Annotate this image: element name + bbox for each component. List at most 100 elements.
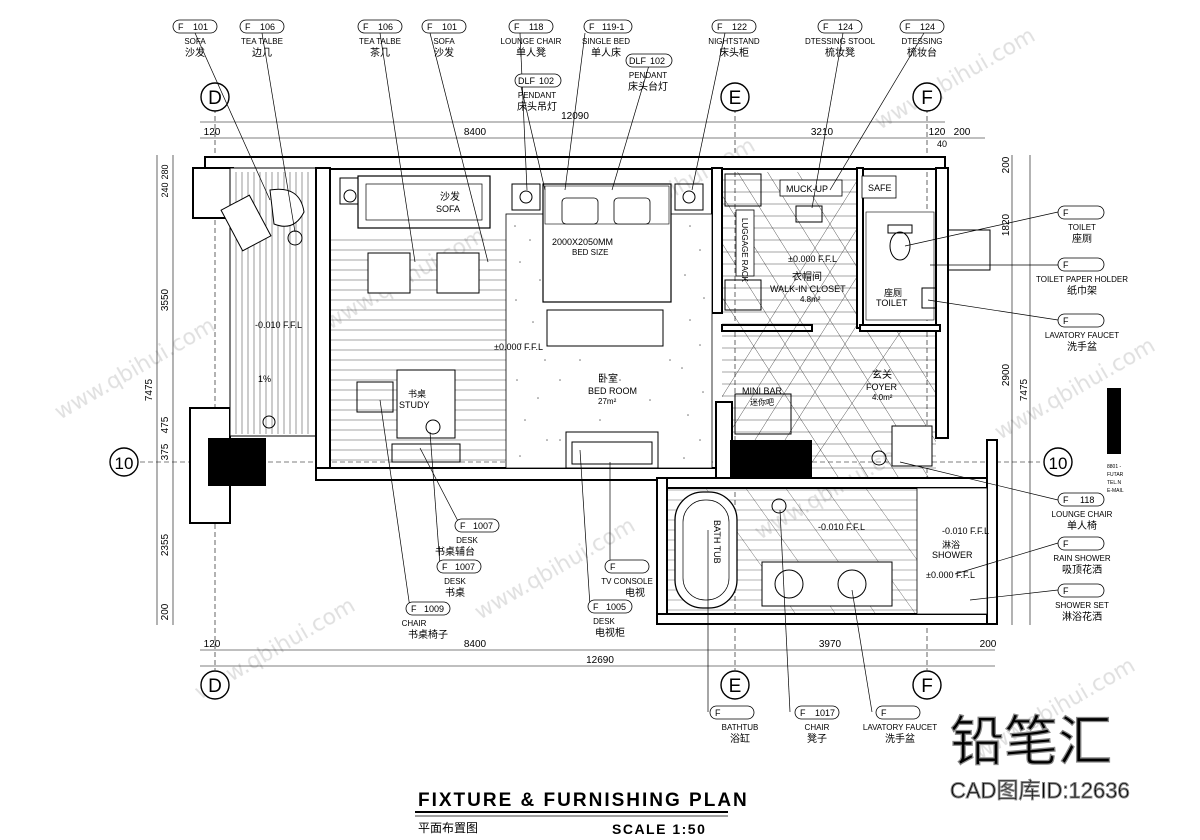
drawing-subtitle: 平面布置图: [418, 821, 478, 835]
tag-cn: 茶几: [370, 46, 390, 59]
tag-dressing-124: F 124 DTESSING 梳妆台: [899, 19, 945, 59]
room-label: BATH TUB: [712, 520, 722, 564]
drawing-title-text: FIXTURE & FURNISHING PLAN: [418, 790, 749, 811]
tag-tv-console: F TV CONSOLE 电视: [601, 559, 653, 599]
tag-en: TV CONSOLE: [601, 577, 653, 586]
tag-code: 106: [378, 22, 393, 32]
tag-prefix: F: [593, 602, 599, 612]
axis-bubble-E-top: E: [720, 82, 750, 112]
tag-en: SHOWER SET: [1055, 601, 1109, 610]
axis-bubble-10-left: 10: [109, 447, 139, 477]
column: [730, 440, 812, 478]
tag-nightstand-122: F 122 NIGHTSTAND 床头柜: [708, 19, 760, 59]
tag-prefix: F: [1063, 260, 1069, 270]
tag-code: 118: [529, 22, 543, 32]
tag-prefix: DLF: [518, 76, 536, 86]
tv-console: [565, 431, 659, 469]
tag-en: PENDANT: [518, 91, 556, 100]
level-label: ±0.000 F.F.L: [926, 570, 975, 580]
tag-cn: 单人床: [591, 46, 621, 59]
tag-code: 101: [193, 22, 208, 32]
tea-table: [436, 252, 480, 294]
room-label: 卧室: [598, 372, 618, 385]
dim-label: 3550: [160, 288, 171, 311]
tag-prefix: F: [1063, 586, 1069, 596]
axis-bubble-F-bottom: F: [912, 670, 942, 700]
axis-bubble-F-top: F: [912, 82, 942, 112]
brand-caption: CAD图库ID:12636: [950, 778, 1130, 803]
axis-bubble-D-bottom: D: [200, 670, 230, 700]
tag-cn: 淋浴花洒: [1062, 610, 1102, 623]
dimension-right: 7475 200 1820 2900: [1001, 155, 1031, 625]
tag-prefix: F: [1063, 208, 1069, 218]
axis-label: 10: [115, 454, 134, 473]
tag-code: 124: [920, 22, 935, 32]
tag-prefix: F: [427, 22, 433, 32]
tag-prefix: F: [460, 521, 466, 531]
tag-en: DESK: [444, 577, 466, 586]
tag-tea-table-106: F 106 TEA TALBE 茶几: [357, 19, 403, 59]
tag-en: BATHTUB: [722, 723, 759, 732]
tag-en: CHAIR: [402, 619, 427, 628]
tag-code: 1007: [455, 562, 475, 572]
tag-en: CHAIR: [805, 723, 830, 732]
tag-cn: 凳子: [807, 733, 827, 745]
dim-label: 2355: [160, 533, 171, 556]
dim-label: 7475: [1019, 378, 1030, 401]
tag-cn: 床头吊灯: [517, 100, 557, 113]
tag-en: LAVATORY FAUCET: [1045, 331, 1119, 340]
tag-cn: 梳妆台: [907, 46, 937, 59]
room-label: 座厕: [884, 287, 902, 299]
tag-en: LAVATORY FAUCET: [863, 723, 937, 732]
room-label: MUCK-UP: [786, 184, 828, 194]
tag-cn: 沙发: [434, 46, 454, 59]
side-text: E-MAIL: [1107, 488, 1124, 494]
tea-table: [367, 252, 411, 294]
tag-code: 102: [539, 76, 554, 86]
closet-fixtures: LUGGAGE RACK MUCK-UP SAFE: [724, 173, 933, 467]
tag-chair-1017: F 1017 CHAIR 凳子: [794, 705, 840, 745]
leader-lines: [194, 32, 1059, 713]
tag-en: TOILET: [1068, 223, 1096, 232]
tag-desk-1007-aux: F 1007 DESK 书桌辅台: [435, 518, 500, 558]
tag-code: 101: [442, 22, 457, 32]
drawing-title: FIXTURE & FURNISHING PLAN 平面布置图 SCALE 1:…: [415, 790, 749, 837]
balcony-chair: [220, 188, 305, 252]
tag-en: LOUNGE CHAIR: [501, 37, 562, 46]
tag-prefix: F: [411, 604, 417, 614]
tag-cn: 电视柜: [595, 626, 625, 639]
tag-chair-1009: F 1009 CHAIR 书桌椅子: [402, 601, 451, 641]
level-label: -0.010 F.F.L: [942, 526, 989, 536]
room-label: 衣帽间: [792, 270, 822, 283]
side-text: TEL.N: [1107, 480, 1122, 486]
dim-label: 120: [204, 127, 221, 138]
tag-lavatory-faucet-right: F LAVATORY FAUCET 洗手盆: [1045, 313, 1119, 353]
dim-label: 8400: [464, 639, 487, 650]
tag-prefix: F: [881, 708, 887, 718]
tag-lounge-chair-118-right: F 118 LOUNGE CHAIR 单人椅: [1052, 492, 1113, 532]
axis-bubble-10-right: 10: [1043, 447, 1073, 477]
tag-prefix: F: [1063, 539, 1069, 549]
axis-label: F: [921, 88, 933, 109]
tag-prefix: F: [823, 22, 829, 32]
dim-label: 8400: [464, 127, 487, 138]
dim-label: 200: [1001, 156, 1012, 173]
room-label: BED ROOM: [588, 386, 637, 396]
axis-bubble-D-top: D: [200, 82, 230, 112]
tag-toilet-paper-holder: F TOILET PAPER HOLDER 纸巾架: [1036, 257, 1128, 297]
tag-cn: 床头台灯: [628, 80, 668, 93]
tag-cn: 浴缸: [730, 732, 750, 745]
room-label: BED SIZE: [572, 248, 608, 257]
tag-shower-set: F SHOWER SET 淋浴花洒: [1055, 583, 1109, 623]
room-label: LUGGAGE RACK: [740, 218, 749, 283]
tag-prefix: F: [442, 562, 448, 572]
dim-label: 3210: [811, 127, 834, 138]
column: [208, 438, 266, 486]
tag-prefix: F: [363, 22, 369, 32]
tag-en: SINGLE BED: [582, 37, 630, 46]
dim-label: 200: [160, 603, 171, 620]
dim-label: 7475: [144, 378, 155, 401]
tag-prefix: F: [800, 708, 806, 718]
axis-label: E: [729, 676, 742, 697]
tag-desk-1005: F 1005 DESK 电视柜: [587, 599, 633, 639]
